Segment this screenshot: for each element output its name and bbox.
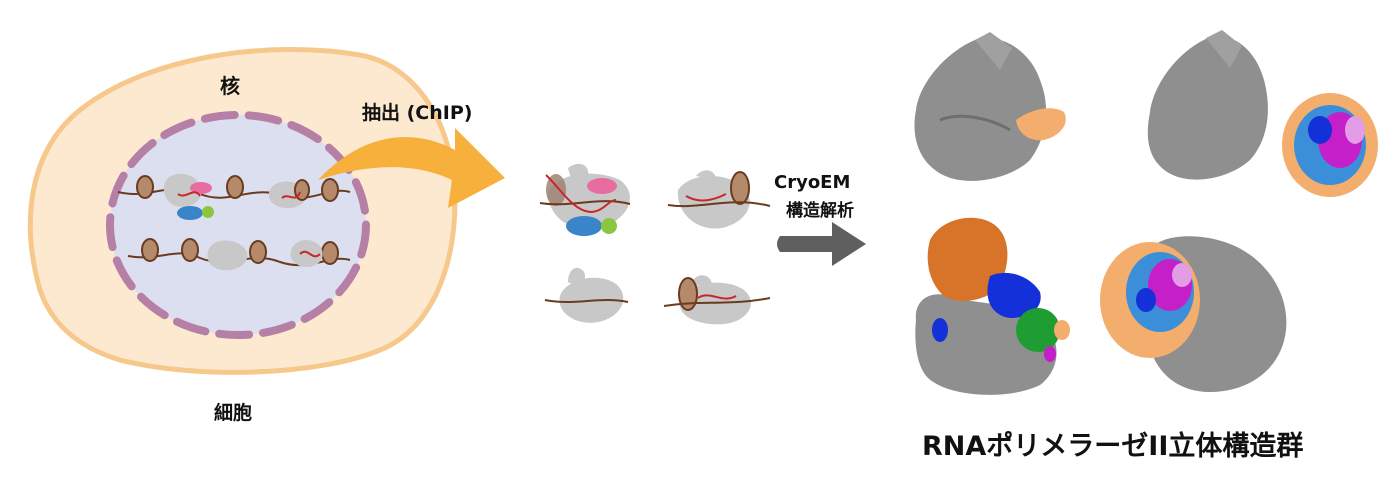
extracted-complex-2 — [667, 170, 771, 229]
extracted-complex-3 — [544, 267, 629, 323]
extracted-complex-1 — [539, 163, 631, 236]
extracted-complex-4 — [663, 275, 771, 325]
nucleosome — [321, 178, 339, 202]
chromatin-row-1 — [117, 173, 351, 220]
method-label-line1: CryoEM — [774, 172, 851, 193]
nucleosome — [226, 175, 244, 199]
rna-polymerase — [163, 173, 202, 207]
nucleosome — [249, 240, 267, 264]
cryoem-arrow — [777, 222, 866, 266]
structure-3 — [915, 217, 1070, 395]
nucleus-interior — [110, 115, 366, 335]
nucleosome — [136, 175, 154, 199]
chromatin-row-2 — [127, 238, 351, 271]
result-title: RNAポリメラーゼII立体構造群 — [922, 431, 1304, 462]
nucleus — [106, 111, 370, 339]
factor-blue — [177, 206, 203, 220]
extraction-arrow — [318, 128, 505, 208]
nucleus-label: 核 — [220, 74, 240, 98]
cell-label: 細胞 — [214, 402, 253, 424]
rna-polymerase — [290, 239, 323, 268]
rna-polymerase — [207, 240, 248, 271]
nucleosome — [321, 241, 339, 265]
nuclear-envelope — [106, 111, 370, 339]
nucleosome — [141, 238, 159, 262]
factor-green — [202, 206, 214, 218]
extraction-label: 抽出 (ChIP) — [362, 102, 473, 124]
nucleosome — [181, 238, 199, 262]
structure-4 — [1100, 236, 1287, 392]
method-label-line2: 構造解析 — [786, 201, 854, 221]
structure-1 — [914, 32, 1066, 181]
structure-2 — [1147, 30, 1378, 197]
factor-pink — [190, 182, 212, 194]
